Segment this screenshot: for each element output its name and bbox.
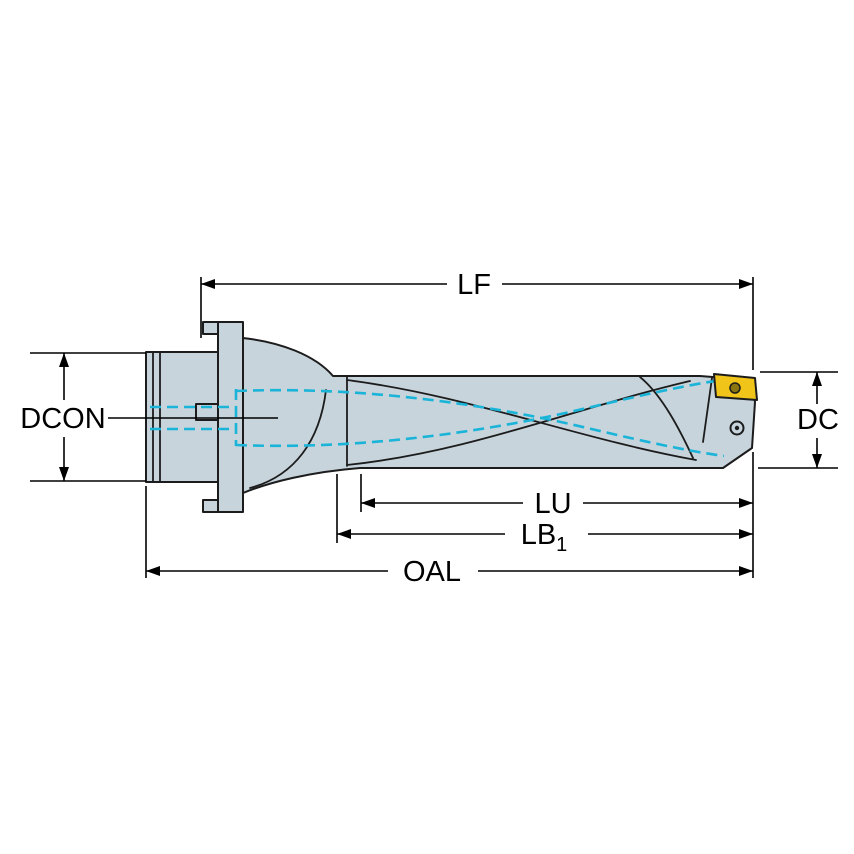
screw-center — [734, 425, 740, 431]
coolant-channels — [150, 378, 725, 458]
dim-lf-label: LF — [457, 269, 491, 301]
arrowhead — [812, 372, 822, 386]
dim-oal-label: OAL — [403, 556, 461, 588]
arrowhead — [812, 454, 822, 468]
tip-screw — [729, 420, 745, 436]
drill-tool — [145, 321, 758, 513]
insert-screw-hole — [729, 382, 741, 394]
arrowhead — [201, 279, 215, 289]
arrowhead — [146, 566, 160, 576]
dim-lu-label: LU — [534, 488, 571, 520]
flute-runout-curve — [249, 389, 327, 489]
arrowhead — [739, 279, 753, 289]
drill-insert — [713, 373, 758, 401]
flute-helix-line — [346, 380, 691, 466]
coolant-helix-line — [235, 378, 723, 448]
arrowhead — [739, 529, 753, 539]
dim-dc: DC — [758, 371, 839, 469]
arrowhead — [739, 498, 753, 508]
insert-pocket-line — [702, 377, 713, 443]
dim-oal: OAL — [145, 486, 753, 588]
arrowhead — [59, 467, 69, 481]
arrowhead — [59, 353, 69, 367]
dim-lb1-label: LB1 — [521, 519, 568, 556]
flange-top-tab — [202, 321, 219, 335]
dim-dc-label: DC — [797, 404, 839, 436]
dim-dcon: DCON — [20, 352, 278, 482]
flute-helix-line — [346, 379, 697, 461]
drill-flange — [217, 321, 244, 513]
dim-dcon-label: DCON — [20, 403, 105, 435]
flange-bottom-tab — [202, 499, 219, 513]
arrowhead — [739, 566, 753, 576]
arrowhead — [361, 498, 375, 508]
drill-body — [242, 337, 756, 494]
dim-lu: LU — [360, 452, 754, 578]
flute-helix-line — [639, 376, 694, 459]
arrowhead — [337, 529, 351, 539]
dim-lf: LF — [200, 269, 754, 370]
dim-lb1: LB1 — [336, 474, 753, 556]
